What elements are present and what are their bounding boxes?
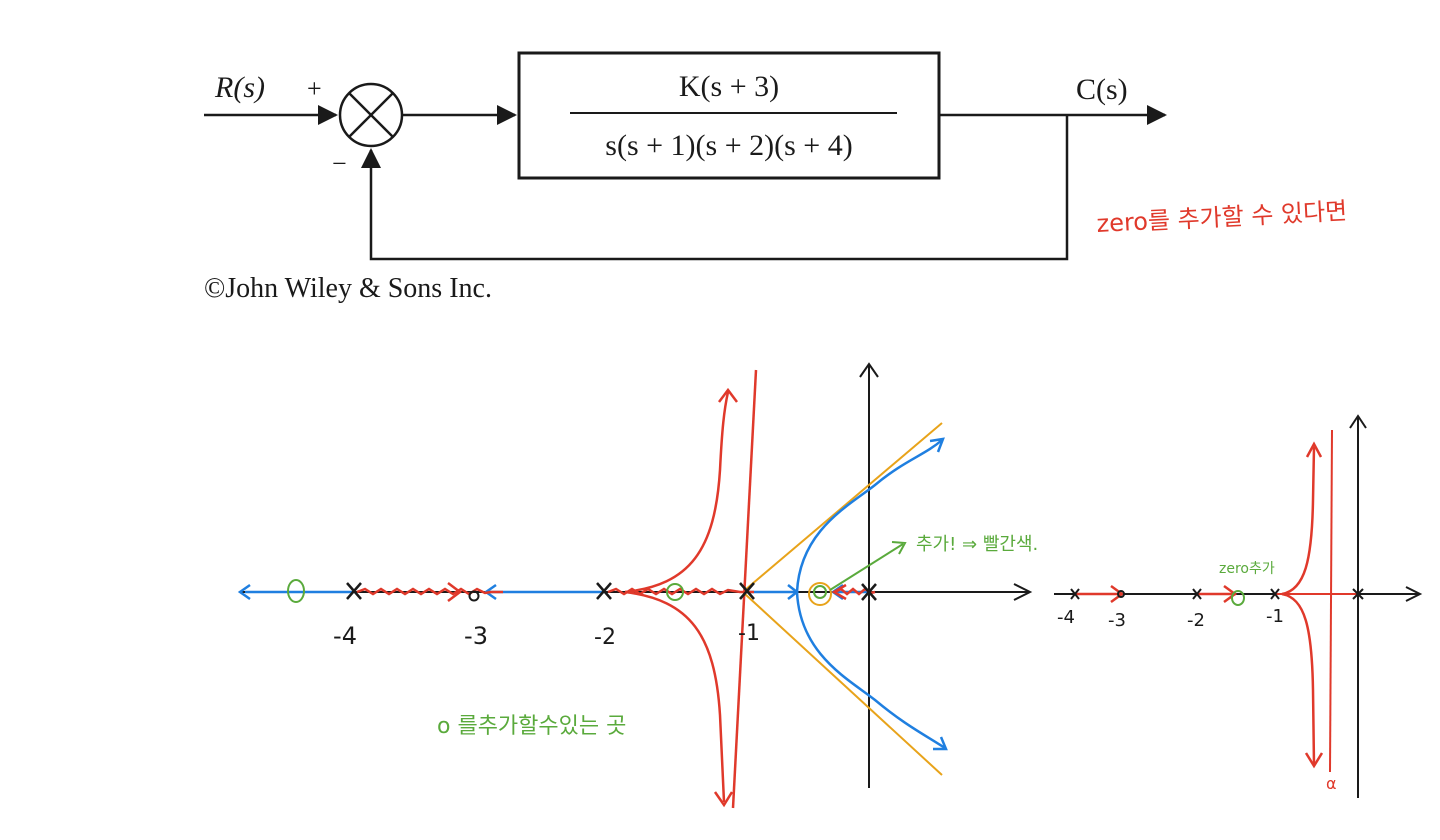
real-axis-arrowhead bbox=[1405, 586, 1423, 602]
minus-sign: − bbox=[332, 149, 347, 178]
green-pointer-arrow bbox=[829, 543, 904, 591]
tick-label: -2 bbox=[1187, 610, 1205, 631]
real-axis-arrowhead bbox=[1013, 583, 1033, 601]
pole-marker bbox=[596, 582, 612, 600]
tick-label: -1 bbox=[738, 621, 760, 646]
red-arrow-left bbox=[447, 582, 463, 602]
red-arrow-right bbox=[831, 583, 847, 601]
blue-arrow-upper bbox=[929, 437, 945, 453]
red-arrow-upper bbox=[1305, 441, 1323, 458]
zero-note: zero를 추가할 수 있다면 bbox=[1096, 197, 1348, 238]
pole-marker bbox=[1192, 588, 1202, 600]
pole-marker bbox=[1270, 588, 1280, 600]
add-note: 추가! ⇒ 빨간색. bbox=[916, 534, 1038, 555]
asymptote-upper bbox=[744, 422, 943, 591]
input-label: R(s) bbox=[214, 71, 265, 104]
copyright-text: ©John Wiley & Sons Inc. bbox=[204, 273, 492, 304]
pole-marker bbox=[346, 582, 362, 600]
red-branch-upper bbox=[1281, 446, 1316, 596]
root-locus-left: -4 -3 -2 -1 추가! ⇒ 빨간색. o 를추가할수있는 곳 bbox=[237, 362, 1038, 809]
transfer-function-block bbox=[517, 51, 941, 180]
green-pointer-arrowhead bbox=[891, 541, 907, 555]
red-branch-upper bbox=[624, 391, 730, 594]
zero-place-note: o 를추가할수있는 곳 bbox=[437, 714, 626, 739]
tick-label: -3 bbox=[1108, 610, 1126, 631]
red-arrow-lower bbox=[713, 791, 734, 808]
blue-branch-lower bbox=[795, 591, 946, 750]
tf-denominator: s(s + 1)(s + 2)(s + 4) bbox=[605, 129, 852, 162]
block-diagram: R(s) + − K(s + 3) s(s + 1)(s + 2)(s + 4)… bbox=[204, 51, 1167, 304]
blue-arrow-lower bbox=[933, 736, 948, 751]
red-arrow bbox=[1223, 584, 1238, 604]
red-scribble-mid bbox=[607, 587, 754, 596]
pole-marker bbox=[739, 582, 755, 600]
zero-marker bbox=[468, 590, 480, 602]
highlight-circle bbox=[808, 582, 832, 606]
blue-arrow-left-end bbox=[237, 583, 251, 601]
small-zero-note: zero추가 bbox=[1219, 561, 1275, 577]
tf-numerator: K(s + 3) bbox=[679, 70, 779, 103]
feedback-path bbox=[361, 115, 1069, 261]
asymptote-lower bbox=[744, 593, 943, 776]
imag-axis-arrowhead bbox=[1349, 414, 1367, 429]
added-zero-marker bbox=[1231, 590, 1245, 606]
tick-label: -1 bbox=[1266, 606, 1284, 627]
pole-marker bbox=[861, 583, 877, 601]
added-zero-marker bbox=[287, 579, 305, 603]
tick-label: -4 bbox=[333, 622, 357, 650]
pole-marker bbox=[1070, 588, 1080, 600]
red-branch-lower bbox=[624, 590, 726, 803]
red-arrow-upper bbox=[718, 387, 738, 403]
zero-marker bbox=[1117, 590, 1125, 598]
red-vertical-asymptote bbox=[1329, 429, 1333, 773]
alpha-label: α bbox=[1326, 774, 1337, 793]
imag-axis-arrowhead bbox=[859, 362, 879, 378]
tick-label: -3 bbox=[464, 622, 488, 650]
plus-sign: + bbox=[307, 74, 322, 103]
added-zero-marker bbox=[666, 583, 684, 601]
output-label: C(s) bbox=[1076, 73, 1128, 106]
blue-branch-upper bbox=[795, 439, 943, 593]
pole-marker bbox=[1352, 588, 1364, 600]
red-arrow-lower bbox=[1304, 752, 1324, 769]
red-arrow bbox=[1110, 584, 1125, 604]
added-zero-marker bbox=[813, 585, 827, 599]
summing-junction bbox=[338, 82, 404, 148]
red-scribble-left bbox=[356, 587, 503, 596]
tick-label: -2 bbox=[594, 625, 616, 650]
root-locus-right: -4 -3 -2 -1 zero추가 α bbox=[1054, 414, 1423, 798]
tick-label: -4 bbox=[1057, 607, 1075, 628]
red-branch-lower bbox=[1281, 592, 1316, 766]
